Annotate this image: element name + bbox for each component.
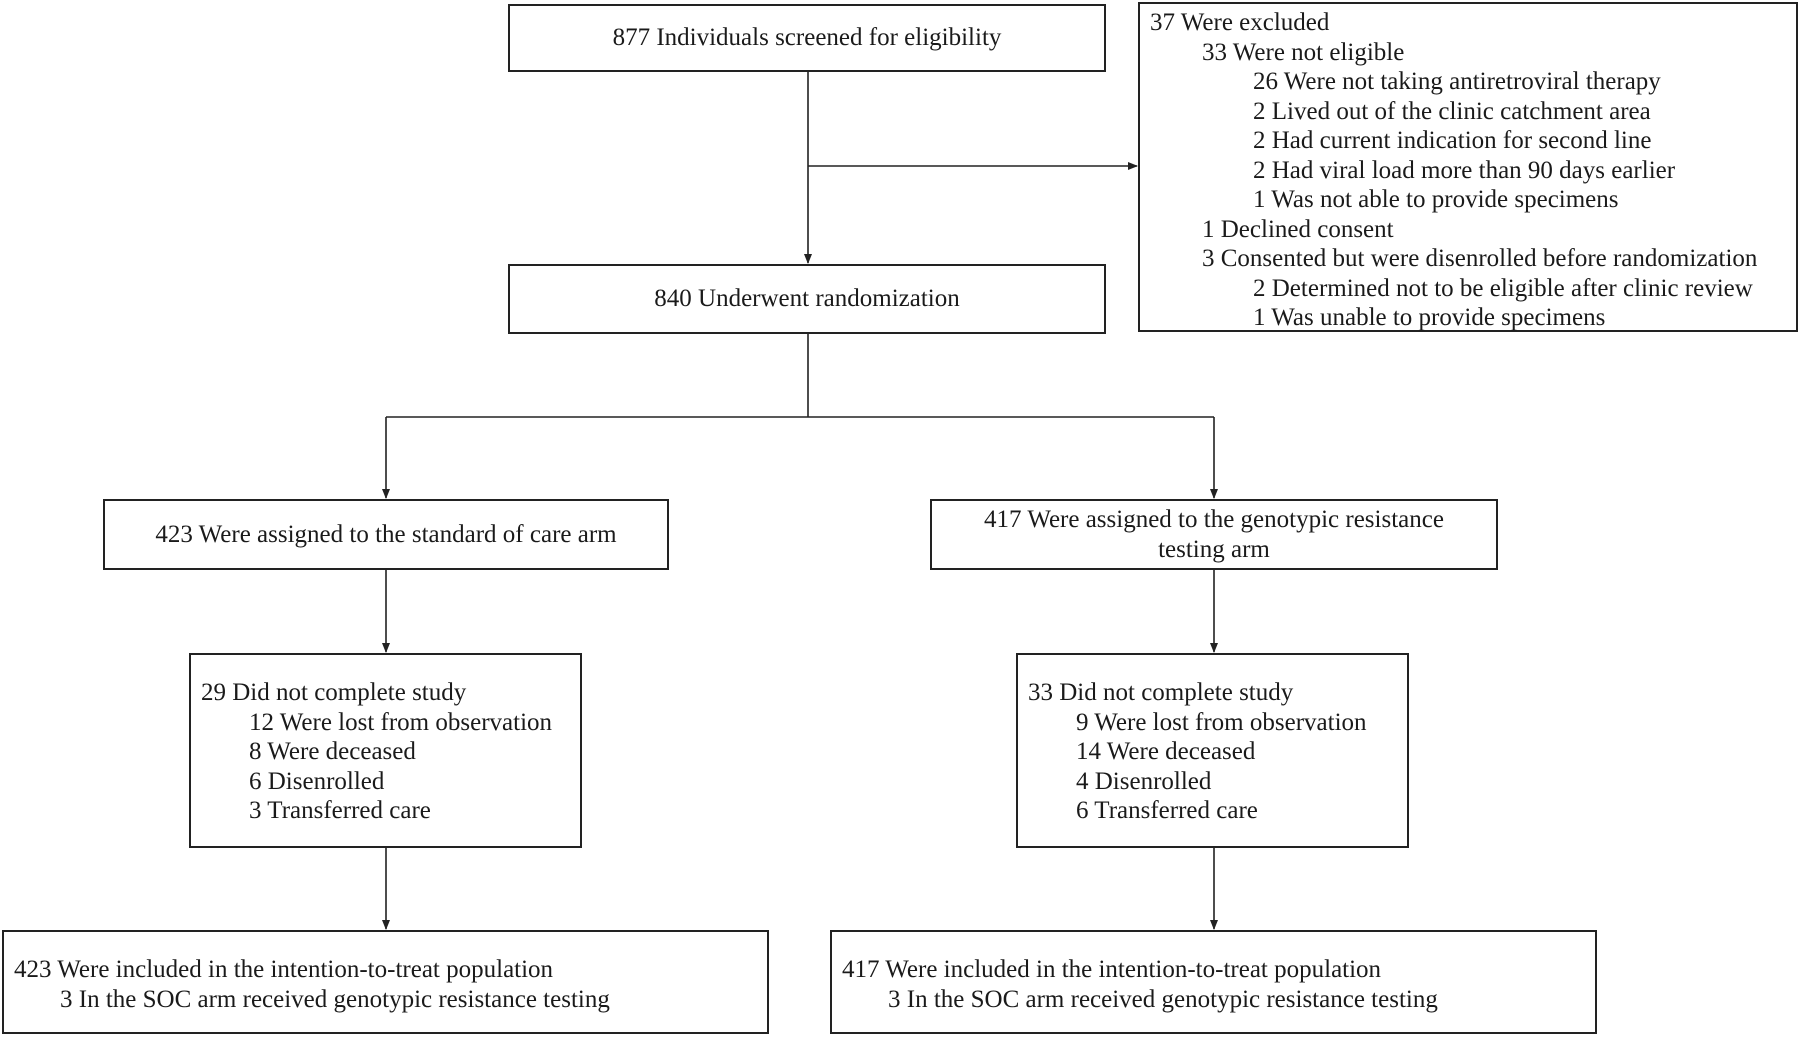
- disenrolled-reason: 1 Was unable to provide specimens: [1253, 304, 1606, 331]
- soc-dropout-reason: 3 Transferred care: [249, 797, 431, 824]
- not-eligible-reason: 2 Had current indication for second line: [1253, 127, 1652, 154]
- soc-dropout-reason: 12 Were lost from observation: [249, 708, 553, 736]
- randomized-text: 840 Underwent randomization: [654, 285, 960, 313]
- grt-dropout-title: 33 Did not complete study: [1028, 679, 1294, 706]
- grt-arm-text-line1: 417 Were assigned to the genotypic resis…: [984, 506, 1444, 533]
- disenrolled-reason: 2 Determined not to be eligible after cl…: [1253, 274, 1753, 302]
- grt-itt-title: 417 Were included in the intention-to-tr…: [842, 956, 1382, 983]
- screened-box: 877 Individuals screened for eligibility: [508, 4, 1106, 72]
- excluded-title: 37 Were excluded: [1150, 9, 1330, 36]
- grt-dropout-reason: 9 Were lost from observation: [1076, 708, 1367, 736]
- soc-dropout-box: 29 Did not complete study 12 Were lost f…: [189, 653, 582, 848]
- soc-itt-title: 423 Were included in the intention-to-tr…: [14, 956, 554, 983]
- not-eligible-heading: 33 Were not eligible: [1202, 38, 1405, 66]
- grt-itt-box: 417 Were included in the intention-to-tr…: [830, 930, 1597, 1034]
- screened-text: 877 Individuals screened for eligibility: [612, 24, 1002, 52]
- soc-itt-note: 3 In the SOC arm received genotypic resi…: [60, 985, 610, 1013]
- soc-dropout-title: 29 Did not complete study: [201, 679, 467, 706]
- grt-dropout-reason: 4 Disenrolled: [1076, 767, 1212, 795]
- not-eligible-reason: 2 Lived out of the clinic catchment area: [1253, 97, 1651, 125]
- soc-dropout-reason: 6 Disenrolled: [249, 767, 385, 795]
- disenrolled-heading: 3 Consented but were disenrolled before …: [1202, 245, 1758, 272]
- grt-itt-note: 3 In the SOC arm received genotypic resi…: [888, 985, 1438, 1013]
- excluded-box: 37 Were excluded 33 Were not eligible 26…: [1138, 2, 1798, 332]
- not-eligible-reason: 2 Had viral load more than 90 days earli…: [1253, 156, 1676, 184]
- soc-arm-text: 423 Were assigned to the standard of car…: [155, 520, 617, 548]
- not-eligible-reason: 26 Were not taking antiretroviral therap…: [1253, 68, 1661, 95]
- grt-dropout-reason: 6 Transferred care: [1076, 797, 1258, 824]
- randomized-box: 840 Underwent randomization: [508, 264, 1106, 334]
- grt-arm-text-line2: testing arm: [1158, 535, 1270, 563]
- soc-dropout-reason: 8 Were deceased: [249, 738, 416, 765]
- grt-dropout-box: 33 Did not complete study 9 Were lost fr…: [1016, 653, 1409, 848]
- not-eligible-reason: 1 Was not able to provide specimens: [1253, 186, 1619, 213]
- soc-itt-box: 423 Were included in the intention-to-tr…: [2, 930, 769, 1034]
- grt-dropout-reason: 14 Were deceased: [1076, 738, 1256, 765]
- soc-arm-box: 423 Were assigned to the standard of car…: [103, 499, 669, 570]
- declined-consent: 1 Declined consent: [1202, 215, 1394, 243]
- grt-arm-box: 417 Were assigned to the genotypic resis…: [930, 499, 1498, 570]
